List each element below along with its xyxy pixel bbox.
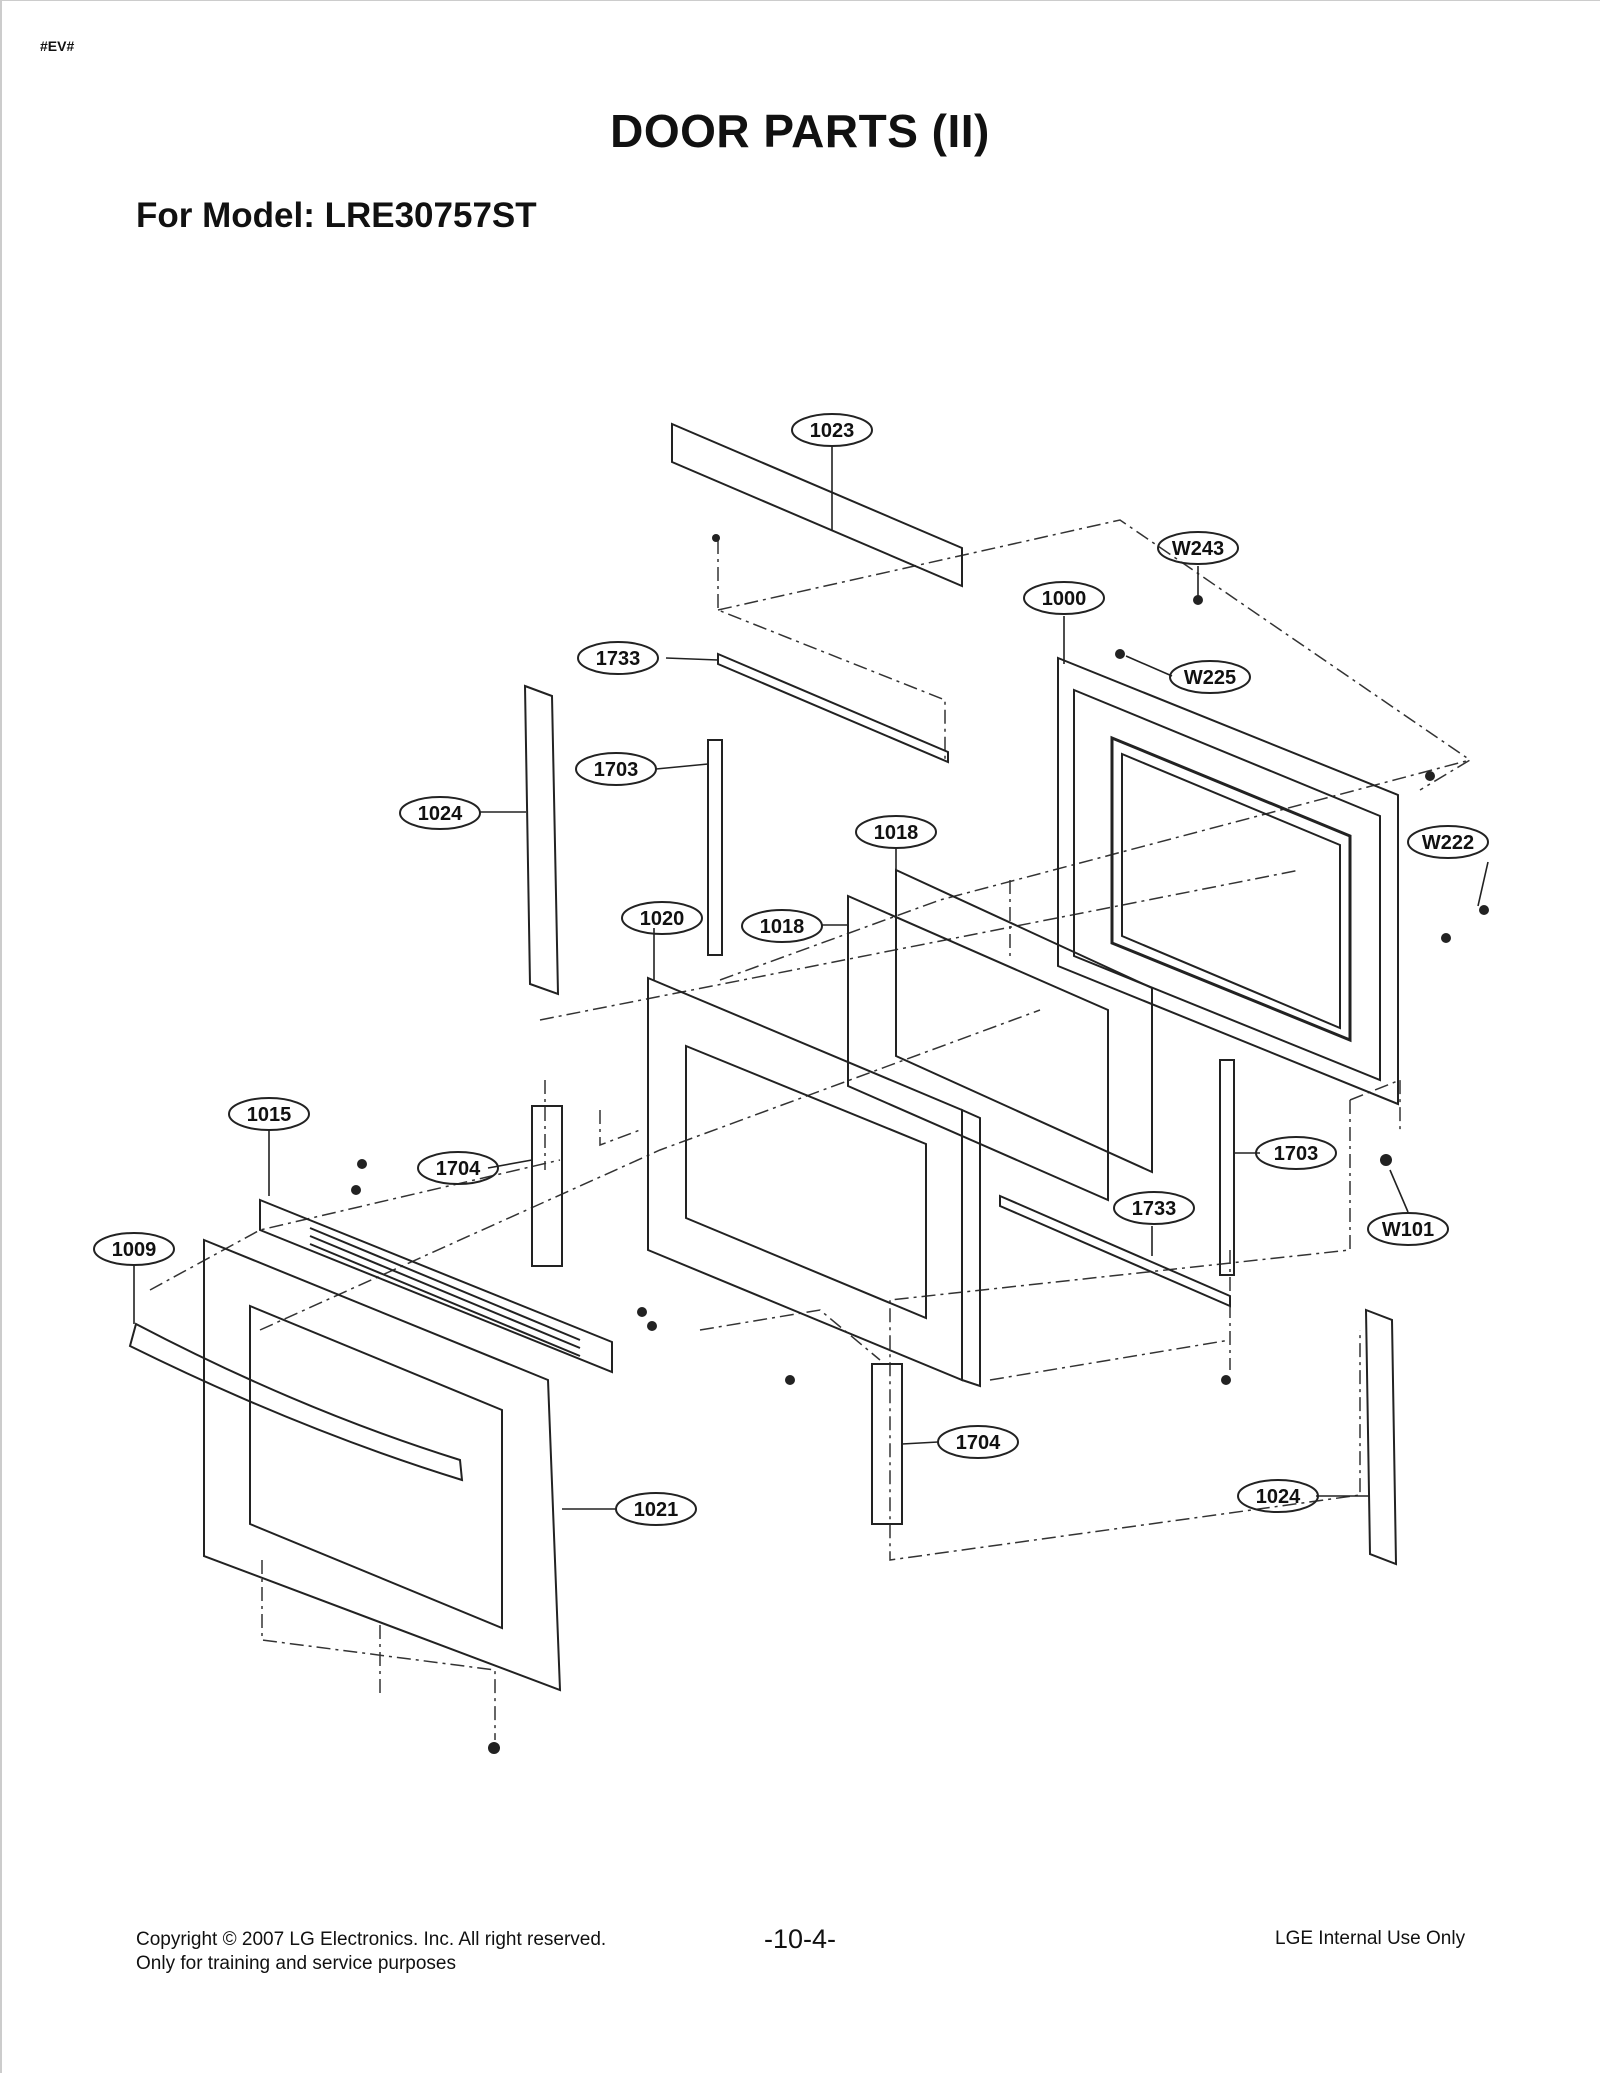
callout-1704-lower: 1704 xyxy=(937,1425,1019,1459)
callout-label: 1021 xyxy=(634,1499,679,1521)
callout-1703-lower: 1703 xyxy=(1255,1136,1337,1170)
callout-w101: W101 xyxy=(1367,1212,1449,1246)
callout-1021: 1021 xyxy=(615,1492,697,1526)
callout-1018-upper: 1018 xyxy=(855,815,937,849)
side-trim-1024-left xyxy=(523,684,560,996)
callout-1024-upper: 1024 xyxy=(399,796,481,830)
callout-label: 1000 xyxy=(1042,588,1087,610)
callout-label: 1024 xyxy=(418,803,463,825)
leader-lines xyxy=(133,446,1489,1510)
glass-panel-1018-back xyxy=(895,868,1153,1174)
seal-strip-1703-left xyxy=(707,739,723,956)
screws xyxy=(351,534,1489,1754)
callout-1733-upper: 1733 xyxy=(577,641,659,675)
model-subtitle: For Model: LRE30757ST xyxy=(136,196,537,235)
callout-label: 1018 xyxy=(760,916,805,938)
callout-label: W225 xyxy=(1184,667,1236,689)
callout-1704-upper: 1704 xyxy=(417,1151,499,1185)
callout-1733-lower: 1733 xyxy=(1113,1191,1195,1225)
callout-label: W222 xyxy=(1422,832,1474,854)
page-top-border xyxy=(0,0,1600,1)
glass-panel-1018-front xyxy=(847,894,1109,1202)
callout-1015: 1015 xyxy=(228,1097,310,1131)
callout-label: 1703 xyxy=(594,759,639,781)
callout-1023: 1023 xyxy=(791,413,873,447)
callout-label: W243 xyxy=(1172,538,1224,560)
document-tag: #EV# xyxy=(40,38,75,54)
vent-bar-1015 xyxy=(259,1198,613,1374)
hinge-1704-left xyxy=(531,1105,563,1267)
callout-1020: 1020 xyxy=(621,901,703,935)
callout-label: W101 xyxy=(1382,1219,1434,1241)
callout-1018-lower: 1018 xyxy=(741,909,823,943)
inner-frame-1020 xyxy=(647,976,981,1388)
page-number: -10-4- xyxy=(763,1924,837,1954)
callout-label: 1733 xyxy=(596,648,641,670)
callout-label: 1018 xyxy=(874,822,919,844)
callout-label: 1704 xyxy=(436,1158,481,1180)
callout-label: 1733 xyxy=(1132,1198,1177,1220)
callout-w222: W222 xyxy=(1407,825,1489,859)
page-left-border xyxy=(0,0,2,2073)
callout-label: 1020 xyxy=(640,908,685,930)
callout-label: 1015 xyxy=(247,1104,292,1126)
callout-label: 1023 xyxy=(810,420,855,442)
seal-strip-1733-upper xyxy=(717,652,949,764)
footer-training-note: Only for training and service purposes xyxy=(136,1953,456,1974)
hinge-1704-right xyxy=(871,1363,903,1525)
page-title: DOOR PARTS (II) xyxy=(610,105,990,157)
footer-copyright-block: Copyright © 2007 LG Electronics. Inc. Al… xyxy=(136,1928,606,1976)
callout-w225: W225 xyxy=(1169,660,1251,694)
top-trim-1023 xyxy=(671,422,963,588)
callout-1000: 1000 xyxy=(1023,581,1105,615)
outer-door-1021 xyxy=(203,1238,562,1692)
seal-strip-1733-lower xyxy=(999,1194,1231,1308)
callout-label: 1009 xyxy=(112,1239,157,1261)
seal-strip-1703-right xyxy=(1219,1059,1235,1276)
callout-label: 1704 xyxy=(956,1432,1001,1454)
handle-1009 xyxy=(128,1322,464,1482)
callout-w243: W243 xyxy=(1157,531,1239,565)
footer-internal-note: LGE Internal Use Only xyxy=(1275,1928,1466,1949)
footer-copyright: Copyright © 2007 LG Electronics. Inc. Al… xyxy=(136,1929,607,1950)
side-trim-1024-right xyxy=(1364,1308,1398,1566)
callout-1009: 1009 xyxy=(93,1232,175,1266)
back-door-panel-1000 xyxy=(1057,656,1399,1106)
callout-1703-upper: 1703 xyxy=(575,752,657,786)
callout-label: 1703 xyxy=(1274,1143,1319,1165)
callout-1024-lower: 1024 xyxy=(1237,1479,1319,1513)
callout-label: 1024 xyxy=(1256,1486,1301,1508)
